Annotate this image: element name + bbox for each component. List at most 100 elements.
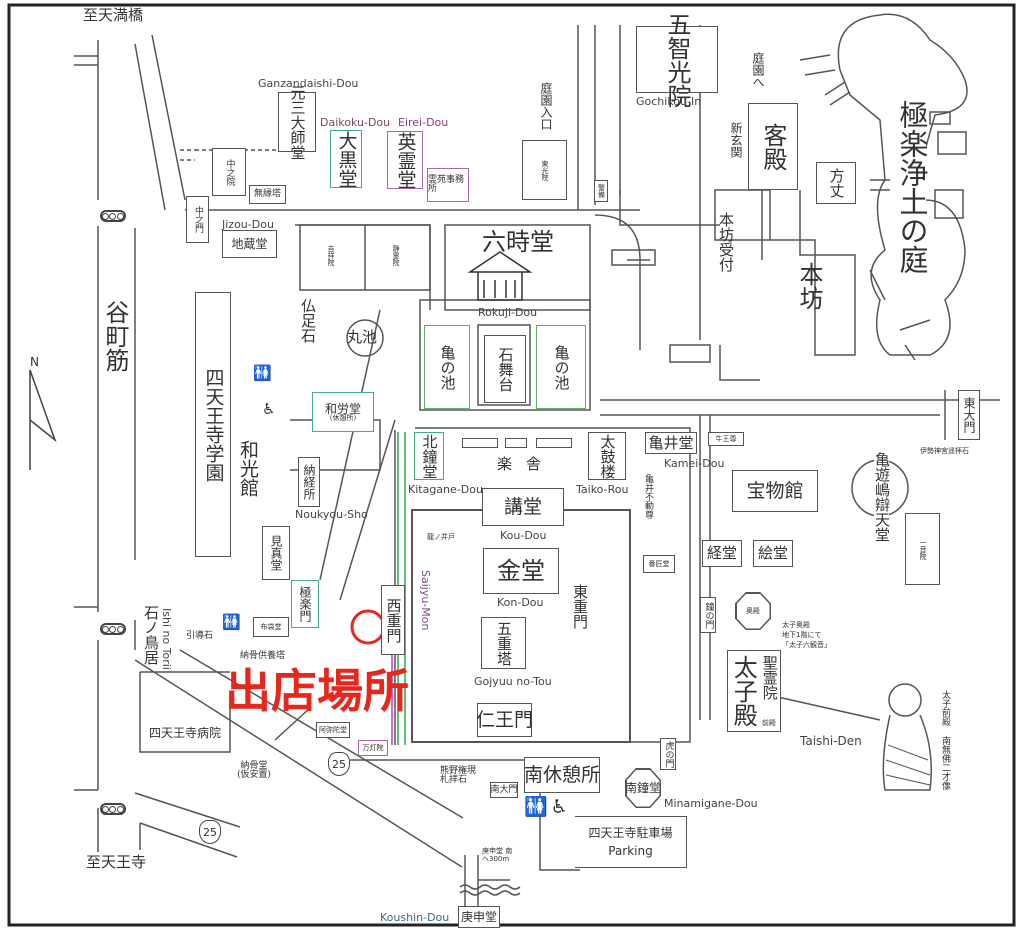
gokuraku-jodo-garden[interactable]: 極楽浄土の庭	[895, 100, 929, 274]
route-25-marker: 25	[199, 820, 221, 844]
houmotsukan[interactable]: 宝物館	[732, 470, 818, 512]
north-arrow	[29, 369, 57, 470]
honbou[interactable]: 本坊	[795, 262, 823, 310]
gokuraku-garden-pond	[837, 13, 968, 356]
traffic-signal-icon	[100, 803, 126, 815]
daikoku-dou[interactable]: 大黒堂	[330, 130, 362, 188]
shitennoji-hospital[interactable]: 四天王寺病院	[142, 722, 228, 744]
gochikou-en: Gochikou-In	[636, 95, 702, 108]
okuden[interactable]: 奥殿	[735, 592, 771, 630]
box-honbou	[714, 189, 856, 356]
river	[459, 884, 521, 896]
minamigane-dou[interactable]: 南鐘堂	[625, 768, 661, 808]
indouseki: 引導石	[186, 631, 214, 641]
box-kisshoin	[299, 224, 431, 291]
noukotsu-tou: 納骨供養塔	[240, 651, 286, 661]
saijyu-mon[interactable]: 西重門	[381, 585, 405, 655]
e-dou[interactable]: 絵堂	[753, 540, 793, 567]
kyou-dou[interactable]: 経堂	[702, 540, 742, 567]
reien-office[interactable]: 霊苑事務所	[427, 168, 469, 202]
ishibutai[interactable]: 石舞台	[484, 335, 526, 403]
eirei-dou[interactable]: 英霊堂	[387, 131, 423, 189]
kyakuden[interactable]: 客殿	[748, 103, 798, 190]
toukouin[interactable]: 東光院	[522, 140, 567, 200]
kamei-fudou: 亀井不動尊	[643, 474, 653, 519]
rokuji-dou[interactable]: 六時堂	[482, 228, 554, 256]
gakusha-building	[536, 438, 572, 448]
goou-son[interactable]: 牛王尊	[708, 432, 744, 446]
taiko-rou[interactable]: 太鼓楼	[588, 432, 626, 480]
naka-no-mon[interactable]: 中之門	[186, 196, 209, 243]
east-paths	[577, 25, 701, 350]
compound-outer	[319, 309, 691, 745]
nakanoin[interactable]: 中之院	[212, 148, 246, 196]
nandaimon[interactable]: 南大門	[490, 782, 518, 798]
niou-mon[interactable]: 仁王門	[476, 703, 533, 737]
road-label-tanimachi: 谷町筋	[101, 300, 129, 372]
gochikou-in[interactable]: 五智光院	[636, 12, 718, 108]
garden-bridges	[799, 54, 931, 361]
jizou-dou[interactable]: 地蔵堂	[222, 230, 277, 258]
warou-dou[interactable]: 和労堂(休憩所)	[312, 392, 374, 432]
amida-dou[interactable]: 阿弥陀堂	[316, 722, 350, 738]
kamei-en: Kamei-Dou	[664, 457, 725, 470]
ganzandaishi-dou[interactable]: 元三大師堂	[278, 85, 316, 160]
okuden-note-line: 太子奥殿	[782, 621, 810, 629]
traffic-signal-icon	[100, 210, 126, 222]
kenshin-dou[interactable]: 見真堂	[262, 526, 290, 580]
road-tanimachi-west	[74, 40, 99, 852]
benten-dou[interactable]: 亀遊嶋辯天堂	[873, 452, 891, 542]
saijyu-en: Saijyu-Mon	[419, 570, 432, 631]
noukotsudou-label: 納骨堂	[240, 761, 268, 771]
taishi-den[interactable]: 太子殿 聖霊院	[727, 650, 781, 732]
path-koushin	[464, 855, 510, 910]
kou-dou[interactable]: 講堂	[482, 488, 564, 526]
garden-entrance[interactable]: 庭園入口	[539, 82, 553, 130]
parking-label: 四天王寺駐車場	[588, 826, 673, 840]
kame-pond-area	[419, 299, 591, 411]
banshou-dou[interactable]: 番匠堂	[643, 555, 675, 573]
warou-label: 和労堂	[324, 401, 361, 416]
kane-no-mon[interactable]: 鐘の門	[700, 597, 716, 633]
noukotsu-dou: 納骨堂(仮安置)	[237, 762, 271, 780]
mantou-in[interactable]: 万灯院	[358, 740, 388, 756]
minami-rest-area[interactable]: 南休憩所	[524, 757, 600, 793]
kitagane-en: Kitagane-Dou	[408, 483, 483, 496]
higashi-jyumon[interactable]: 東重門	[571, 584, 589, 629]
hotei-dou[interactable]: 布袋堂	[253, 617, 289, 637]
kame-pond-east[interactable]: 亀の池	[536, 325, 586, 409]
shop-location-marker	[350, 609, 386, 645]
gakusha-building	[462, 438, 498, 448]
shitennoji-gakuen[interactable]: 四天王寺学園	[195, 292, 231, 557]
ichion-in[interactable]: 一音院	[905, 513, 940, 585]
gojyuu-en: Gojyuu no-Tou	[474, 675, 552, 688]
ishi-torii[interactable]: 石ノ鳥居	[142, 605, 160, 665]
higashi-daimon[interactable]: 東大門	[958, 390, 980, 440]
gokuraku-mon[interactable]: 極楽門	[291, 580, 319, 628]
koushin-en: Koushin-Dou	[380, 911, 450, 924]
restroom-icon: 🚻	[222, 613, 241, 631]
kame-pond-west[interactable]: 亀の池	[424, 325, 470, 409]
leader-line-noukotsudou	[274, 707, 311, 741]
noukyou-en: Noukyou-Sho	[295, 508, 368, 521]
noukyou-sho[interactable]: 納経所	[298, 457, 320, 507]
tora-no-mon[interactable]: 虎の門	[660, 738, 676, 770]
houjou[interactable]: 方丈	[816, 162, 856, 204]
kamei-dou[interactable]: 亀井堂	[645, 432, 697, 454]
kou-en: Kou-Dou	[500, 529, 547, 542]
daikoku-en: Daikoku-Dou	[320, 116, 391, 129]
ganzan-en: Ganzandaishi-Dou	[258, 77, 359, 90]
muen-tou[interactable]: 無縁塔	[249, 185, 286, 204]
seireiin-small: 静霊院	[392, 245, 400, 266]
okuden-label: 奥殿	[736, 593, 770, 629]
kitagane-dou[interactable]: 北鐘堂	[414, 432, 444, 480]
honbou-reception[interactable]: 本坊受付	[717, 212, 735, 272]
compass-north-label: N	[30, 355, 39, 369]
kon-dou[interactable]: 金堂	[483, 548, 559, 594]
okuden-note-line: 地下1階にて	[782, 631, 822, 639]
gojyuu-no-tou[interactable]: 五重塔	[481, 617, 526, 669]
koushin-dou[interactable]: 庚申堂	[458, 906, 500, 928]
taishiden-en: Taishi-Den	[800, 734, 862, 748]
